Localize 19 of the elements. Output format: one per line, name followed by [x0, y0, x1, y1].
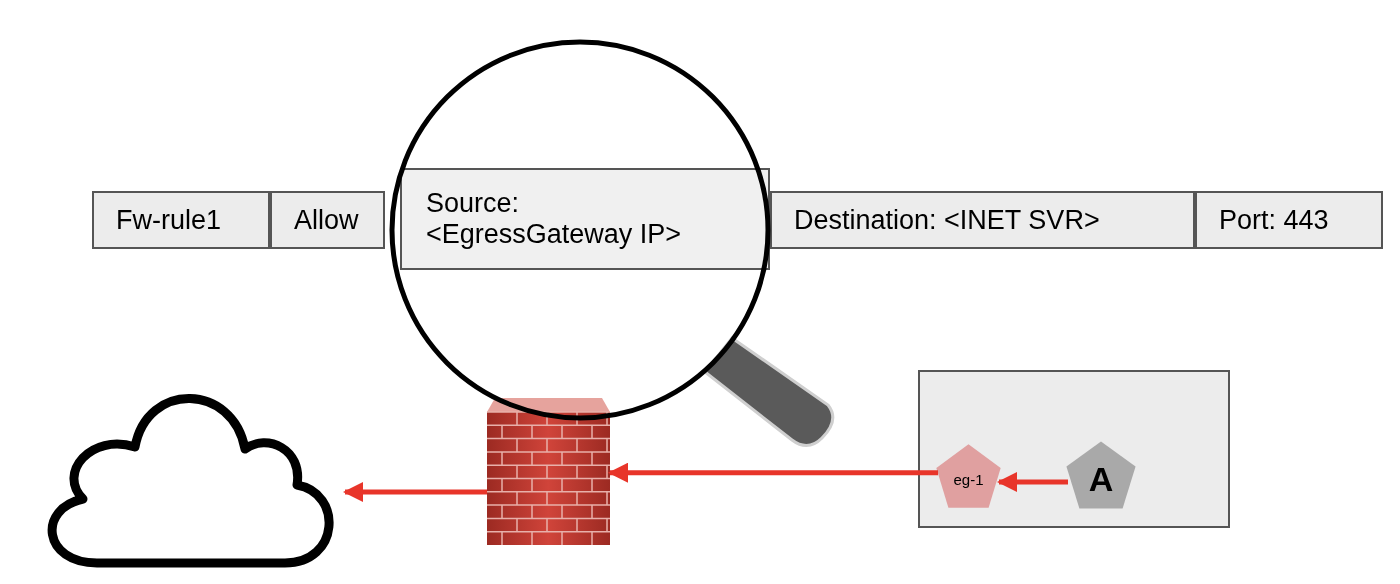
arrow — [343, 482, 487, 502]
node-label: eg-1 — [953, 471, 984, 489]
field-value: Port: 443 — [1219, 204, 1330, 236]
rule-field — [400, 168, 770, 270]
firewall-drawing — [487, 398, 610, 545]
arrow — [608, 462, 938, 483]
arrow — [997, 472, 1068, 492]
pentagon-node — [935, 443, 1002, 509]
rule-field — [270, 191, 385, 249]
pentagon-node — [1065, 440, 1137, 510]
field-value: Source: <EgressGateway IP> — [426, 188, 683, 250]
field-value: Destination: <INET SVR> — [794, 204, 1101, 236]
field-value: Allow — [294, 204, 360, 236]
rule-field — [1195, 191, 1383, 249]
rule-field — [770, 191, 1195, 249]
cluster-box — [918, 370, 1230, 528]
node-label: A — [1088, 459, 1114, 499]
field-value: Fw-rule1 — [116, 204, 223, 236]
rule-field — [92, 191, 270, 249]
